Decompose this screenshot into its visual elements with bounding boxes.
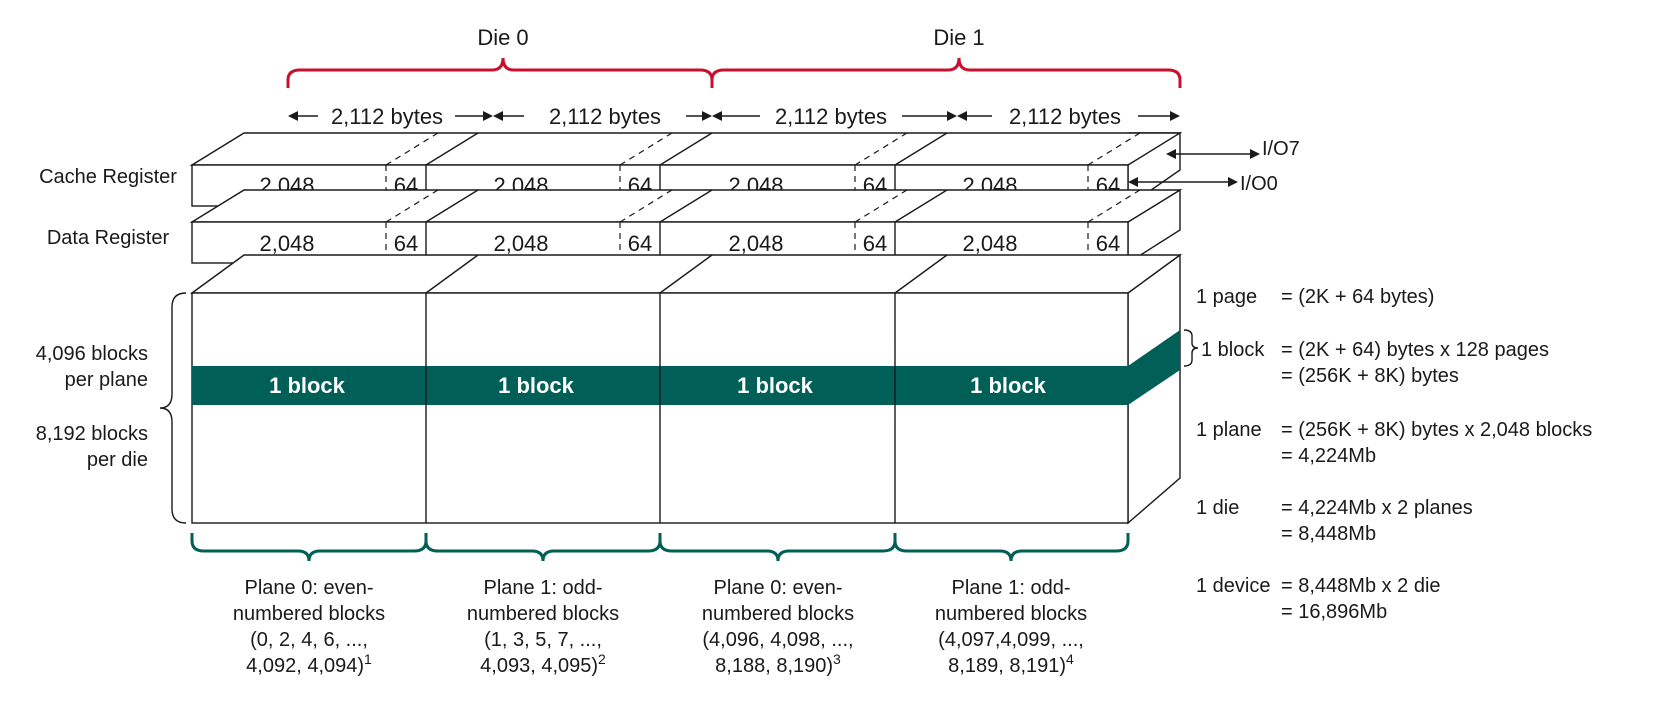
plane-3-line-3: (4,097,4,099, ..., (938, 629, 1084, 651)
data-cell-main-2: 2,048 (493, 231, 548, 256)
def-die-term: 1 die (1196, 497, 1239, 519)
def-device-line-2: = 16,896Mb (1281, 601, 1387, 623)
plane-1-footnote: 2 (598, 651, 606, 667)
die-1-label: Die 1 (933, 25, 984, 50)
left-label-line-2: per plane (65, 369, 148, 391)
def-plane-line-2: = 4,224Mb (1281, 445, 1376, 467)
block-label-1: 1 block (269, 373, 346, 398)
def-device-line-1: = 8,448Mb x 2 die (1281, 575, 1441, 597)
block-band-side (1128, 330, 1180, 405)
die-0-label: Die 0 (477, 25, 528, 50)
block-label-2: 1 block (498, 373, 575, 398)
plane-0-line-1: Plane 0: even- (245, 577, 374, 599)
plane-brace-3 (658, 533, 897, 562)
die-0-brace (286, 57, 714, 88)
block-array (189, 253, 1183, 525)
byte-width-label-4: 2,112 bytes (1009, 104, 1121, 129)
io-arrows (1128, 149, 1260, 187)
def-die-line-2: = 8,448Mb (1281, 523, 1376, 545)
plane-2-line-1: Plane 0: even- (714, 577, 843, 599)
plane-3-line-1: Plane 1: odd- (952, 577, 1071, 599)
plane-0-footnote: 1 (364, 651, 372, 667)
io0-label: I/O0 (1240, 173, 1278, 195)
plane-brace-2 (424, 533, 662, 562)
def-block-term: 1 block (1201, 339, 1265, 361)
block-label-3: 1 block (737, 373, 814, 398)
plane-1-line-2: numbered blocks (467, 603, 619, 625)
left-label-line-1: 4,096 blocks (36, 343, 148, 365)
plane-brace-4 (893, 533, 1130, 562)
io7-label: I/O7 (1262, 138, 1300, 160)
def-page-term: 1 page (1196, 286, 1257, 308)
byte-width-label-1: 2,112 bytes (331, 104, 443, 129)
plane-brace-1 (190, 533, 428, 562)
byte-width-label-3: 2,112 bytes (775, 104, 887, 129)
data-cell-main-1: 2,048 (259, 231, 314, 256)
plane-0-line-2: numbered blocks (233, 603, 385, 625)
plane-2-line-3: (4,096, 4,098, ..., (702, 629, 853, 651)
block-label-4: 1 block (970, 373, 1047, 398)
data-register (189, 188, 1183, 265)
plane-3-line-2: numbered blocks (935, 603, 1087, 625)
plane-3-line-4: 8,189, 8,191)4 (948, 651, 1074, 677)
left-brace (159, 292, 187, 524)
die-1-brace (710, 57, 1182, 88)
byte-width-label-2: 2,112 bytes (549, 104, 661, 129)
data-cell-main-3: 2,048 (728, 231, 783, 256)
def-plane-line-1: = (256K + 8K) bytes x 2,048 blocks (1281, 419, 1592, 441)
cache-register-label: Cache Register (39, 166, 177, 188)
data-cell-spare-3: 64 (863, 231, 887, 256)
byte-width-arrows (288, 111, 1180, 121)
plane-0-line-4: 4,092, 4,094)1 (246, 651, 372, 677)
data-cell-main-4: 2,048 (962, 231, 1017, 256)
plane-1-line-4: 4,093, 4,095)2 (480, 651, 606, 677)
def-die-line-1: = 4,224Mb x 2 planes (1281, 497, 1473, 519)
data-cell-spare-2: 64 (628, 231, 652, 256)
left-label-line-3: 8,192 blocks (36, 423, 148, 445)
def-device-term: 1 device (1196, 575, 1271, 597)
def-block-line-1: = (2K + 64) bytes x 128 pages (1281, 339, 1549, 361)
plane-2-line-2: numbered blocks (702, 603, 854, 625)
def-page-line-1: = (2K + 64 bytes) (1281, 286, 1434, 308)
plane-1-line-1: Plane 1: odd- (484, 577, 603, 599)
left-label-line-4: per die (87, 449, 148, 471)
def-block-line-2: = (256K + 8K) bytes (1281, 365, 1459, 387)
data-cell-spare-1: 64 (394, 231, 418, 256)
def-plane-term: 1 plane (1196, 419, 1262, 441)
block-definition-brace (1183, 329, 1199, 367)
plane-0-line-3: (0, 2, 4, 6, ..., (250, 629, 368, 651)
data-register-label: Data Register (47, 227, 170, 249)
plane-1-line-3: (1, 3, 5, 7, ..., (484, 629, 602, 651)
plane-3-footnote: 4 (1066, 651, 1074, 667)
plane-2-line-4: 8,188, 8,190)3 (715, 651, 841, 677)
definitions: 1 page = (2K + 64 bytes) 1 block = (2K +… (1196, 286, 1592, 623)
plane-2-footnote: 3 (833, 651, 841, 667)
data-cell-spare-4: 64 (1096, 231, 1120, 256)
